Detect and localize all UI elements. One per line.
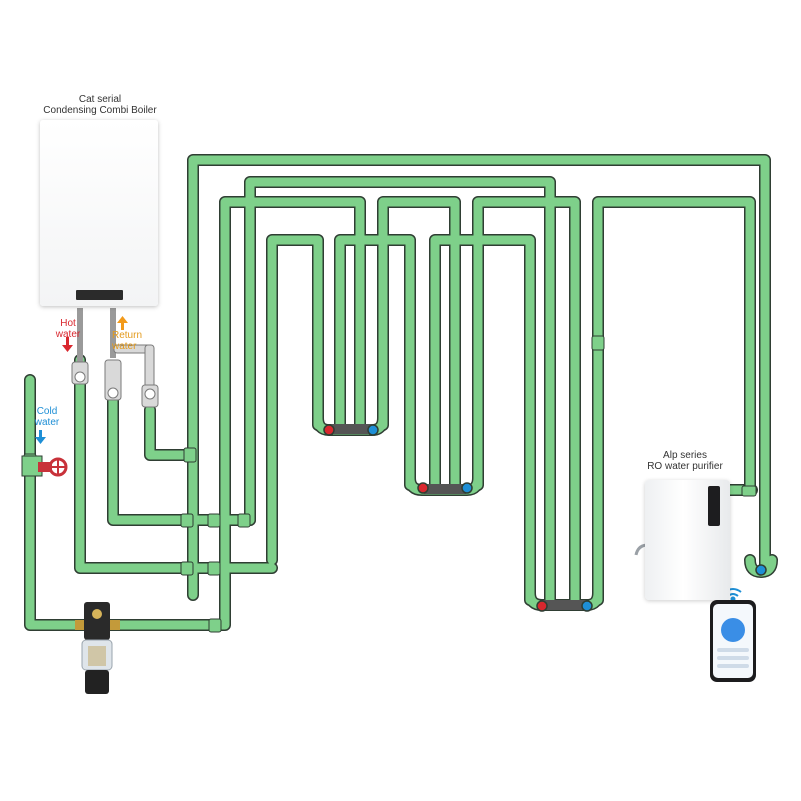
hot-outlet-indicator bbox=[536, 600, 548, 612]
hot-outlet-indicator bbox=[417, 482, 429, 494]
manifold-2 bbox=[417, 482, 473, 494]
return-water-line2: water bbox=[112, 341, 137, 352]
hot-water-line2: water bbox=[55, 329, 81, 340]
combi-boiler bbox=[40, 120, 158, 306]
purifier-outlet-indicator bbox=[755, 564, 767, 576]
boiler-title-line1: Cat serial bbox=[78, 94, 122, 105]
return-arrow-icon bbox=[117, 316, 128, 330]
return-water-label: Return water bbox=[112, 330, 152, 352]
purifier-display bbox=[708, 486, 720, 526]
boiler-title-line2: Condensing Combi Boiler bbox=[43, 105, 157, 116]
water-drop-icon bbox=[721, 618, 745, 642]
gate-valve-icon bbox=[21, 455, 68, 477]
purifier-title-line1: Alp series bbox=[663, 450, 707, 461]
hot-water-label: Hot water bbox=[44, 318, 92, 340]
cold-outlet-indicator bbox=[581, 600, 593, 612]
cold-water-line2: water bbox=[34, 417, 60, 428]
return-flex-hose bbox=[110, 308, 116, 358]
manifold-3 bbox=[536, 600, 593, 612]
cold-outlet-indicator bbox=[461, 482, 473, 494]
cold-arrow-icon bbox=[35, 430, 46, 444]
boiler-connectors bbox=[71, 308, 159, 408]
cold-water-line1: Cold bbox=[36, 406, 58, 417]
manifold-1 bbox=[323, 424, 379, 436]
hot-flex-hose bbox=[77, 308, 83, 363]
purifier-title: Alp series RO water purifier bbox=[620, 450, 750, 472]
hot-water-line1: Hot bbox=[60, 318, 76, 329]
hot-outlet-indicator bbox=[323, 424, 335, 436]
prefilter-icon bbox=[75, 602, 120, 694]
hot-arrow-icon bbox=[62, 337, 73, 352]
boiler-title: Cat serial Condensing Combi Boiler bbox=[20, 94, 180, 116]
ro-water-purifier bbox=[645, 480, 730, 600]
pipe-inner-1 bbox=[266, 234, 324, 566]
purifier-title-line2: RO water purifier bbox=[647, 461, 723, 472]
smartphone bbox=[710, 600, 756, 682]
cold-water-label: Cold water bbox=[30, 406, 64, 428]
boiler-control-panel bbox=[76, 290, 123, 300]
cold-outlet-indicator bbox=[367, 424, 379, 436]
pipe-inner-2 bbox=[334, 234, 416, 491]
phone-app-screen bbox=[713, 604, 753, 678]
return-water-line1: Return bbox=[112, 330, 143, 341]
